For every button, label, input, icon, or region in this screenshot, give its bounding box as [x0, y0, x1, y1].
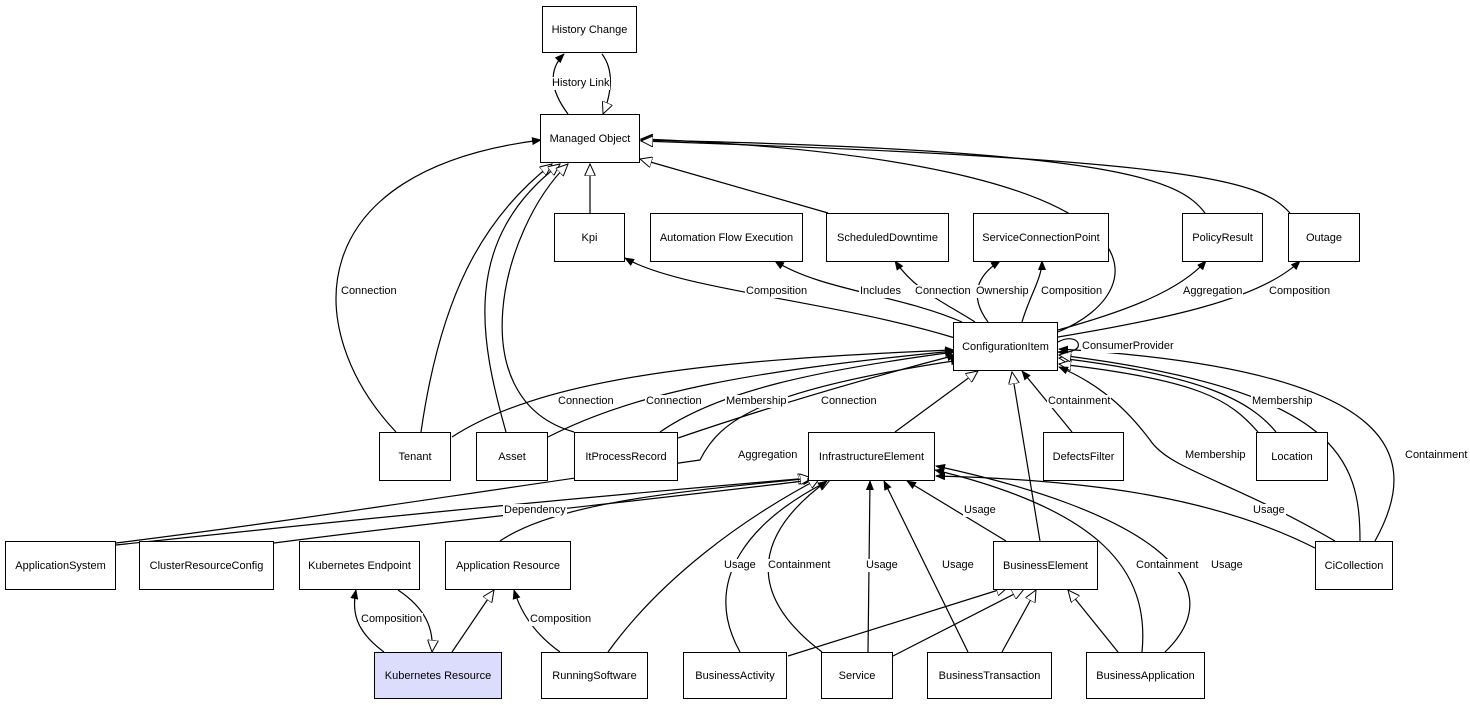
label-ci-scp-ownership: Ownership — [975, 285, 1030, 298]
label-bapp-ie-usage: Usage — [1210, 559, 1244, 572]
label-ipr-ci-membership: Membership — [725, 395, 788, 408]
edge-sd-mo-inherit — [640, 159, 829, 214]
edge-bapp-ie-usage — [935, 463, 1191, 653]
edge-ci-kpi-composition — [624, 257, 956, 339]
label-ci-outage-composition: Composition — [1268, 285, 1332, 298]
node-configuration-item[interactable]: ConfigurationItem — [953, 322, 1058, 371]
node-policy-result[interactable]: PolicyResult — [1182, 213, 1263, 262]
label-be-ie-usage: Usage — [963, 504, 997, 517]
edge-coll-ci-containment — [1058, 345, 1395, 542]
label-kr-ke-composition: Composition — [360, 613, 424, 626]
edge-as-ie-inherit — [115, 478, 810, 546]
node-ci-collection[interactable]: CiCollection — [1315, 541, 1393, 590]
node-kubernetes-endpoint[interactable]: Kubernetes Endpoint — [299, 541, 420, 590]
node-outage[interactable]: Outage — [1288, 213, 1360, 262]
node-service[interactable]: Service — [821, 652, 893, 699]
label-crc-ie-dependency: Dependency — [503, 504, 567, 517]
edge-tenant-mo-connection — [335, 137, 542, 433]
label-svc-ie-usage: Usage — [865, 559, 899, 572]
node-application-system[interactable]: ApplicationSystem — [5, 541, 116, 590]
edge-coll-ie-usage — [935, 472, 1316, 549]
label-loc-ci-membership: Membership — [1251, 395, 1314, 408]
edge-ba-ie-usage — [725, 480, 830, 653]
node-infrastructure-element[interactable]: InfrastructureElement — [808, 432, 935, 481]
edge-tenant-ci-connection — [451, 346, 955, 438]
node-application-resource[interactable]: Application Resource — [445, 541, 571, 590]
label-history-link: History Link — [551, 77, 611, 90]
label-svc-ie-containment: Containment — [767, 559, 832, 572]
edge-ci-scp-composition — [1021, 260, 1046, 323]
label-df-ci-containment: Containment — [1047, 395, 1112, 408]
edge-ipr-ci-connection — [677, 353, 957, 439]
label-asset-ci-connection: Connection — [645, 395, 703, 408]
node-business-transaction[interactable]: BusinessTransaction — [927, 652, 1052, 699]
node-cluster-resource-config[interactable]: ClusterResourceConfig — [139, 541, 274, 590]
node-defects-filter[interactable]: DefectsFilter — [1043, 432, 1124, 481]
edge-rs-ie-inherit — [607, 478, 820, 653]
node-scheduled-downtime[interactable]: ScheduledDowntime — [826, 213, 949, 262]
edge-asset-ci-connection — [547, 347, 955, 438]
label-coll-ci-membership: Membership — [1184, 449, 1247, 462]
label-as-ci-aggregation: Aggregation — [737, 449, 799, 462]
label-ci-consumer-provider: ConsumerProvider — [1081, 340, 1175, 353]
node-service-connection-point[interactable]: ServiceConnectionPoint — [973, 213, 1109, 262]
label-kr-ar-composition: Composition — [529, 613, 593, 626]
node-kpi[interactable]: Kpi — [554, 213, 625, 262]
label-coll-ie-usage: Usage — [1252, 504, 1286, 517]
edge-ar-ie-inherit — [499, 478, 812, 542]
edge-ba-be-inherit — [787, 587, 1008, 657]
node-business-element[interactable]: BusinessElement — [993, 541, 1098, 590]
label-ci-pr-aggregation: Aggregation — [1182, 285, 1244, 298]
edge-kr-ar-inherit — [451, 590, 494, 653]
node-business-activity[interactable]: BusinessActivity — [683, 652, 787, 699]
edge-ci-pr-aggregation — [1057, 260, 1207, 331]
edge-ci-outage-composition — [1057, 260, 1301, 338]
edge-outage-mo-inherit — [641, 141, 1291, 214]
label-ci-scp-composition: Composition — [1040, 285, 1104, 298]
edge-kr-ke-composition — [350, 589, 385, 653]
label-ci-sd-connection: Connection — [914, 285, 972, 298]
label-ci-kpi-composition: Composition — [745, 285, 809, 298]
edge-bt-be-inherit — [1001, 590, 1036, 653]
label-bt-ie-usage: Usage — [941, 559, 975, 572]
edge-loc-ci-membership — [1059, 358, 1277, 433]
label-tenant-ci-connection: Connection — [557, 395, 615, 408]
edge-loc-ci-inherit — [1059, 364, 1259, 433]
label-ipr-ci-connection: Connection — [820, 395, 878, 408]
edge-bt-ie-usage — [883, 480, 969, 653]
edge-be-ci-inherit — [1012, 372, 1041, 542]
edge-ipr-mo-inherit — [501, 164, 575, 433]
edge-bapp-ie-containment — [934, 468, 1144, 653]
node-managed-object[interactable]: Managed Object — [540, 114, 640, 163]
edge-ipr-ci-membership — [659, 349, 955, 433]
label-ci-afe-includes: Includes — [859, 285, 902, 298]
edge-kr-ke-inherit — [397, 589, 432, 652]
node-kubernetes-resource[interactable]: Kubernetes Resource — [374, 652, 502, 699]
edge-coll-ci-inherit — [1059, 355, 1361, 542]
edge-svc-be-inherit — [892, 589, 1024, 657]
label-tenant-mo-connection: Connection — [340, 285, 398, 298]
edge-bapp-be-inherit — [1068, 590, 1119, 653]
node-automation-flow-execution[interactable]: Automation Flow Execution — [650, 213, 803, 262]
label-ba-ie-usage: Usage — [723, 559, 757, 572]
edge-be-ie-usage — [906, 480, 1007, 542]
label-bapp-ie-containment: Containment — [1135, 559, 1200, 572]
edge-rs-ar-composition — [512, 589, 561, 653]
node-running-software[interactable]: RunningSoftware — [541, 652, 648, 699]
edge-ie-ci-inherit — [894, 371, 978, 433]
node-location[interactable]: Location — [1256, 432, 1328, 481]
edge-pr-mo-inherit — [641, 140, 1206, 214]
edge-tenant-mo-inherit — [420, 164, 552, 433]
edge-asset-mo-inherit — [484, 164, 560, 433]
node-it-process-record[interactable]: ItProcessRecord — [574, 432, 678, 481]
node-asset[interactable]: Asset — [476, 432, 548, 481]
label-coll-ci-containment: Containment — [1404, 449, 1469, 462]
node-history-change[interactable]: History Change — [542, 6, 637, 53]
node-tenant[interactable]: Tenant — [379, 432, 451, 481]
edge-coll-ci-membership — [1058, 366, 1336, 542]
node-business-application[interactable]: BusinessApplication — [1086, 652, 1205, 699]
